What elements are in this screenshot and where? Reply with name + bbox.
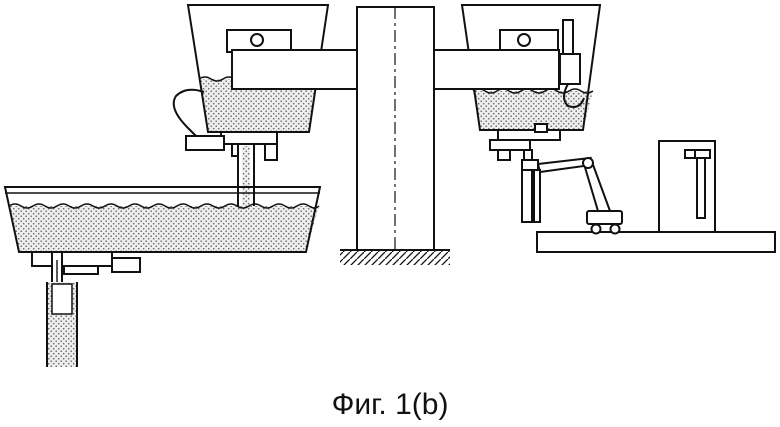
tundish [5, 187, 320, 367]
figure-caption: Фиг. 1(b) [0, 388, 780, 422]
tundish-slide-gate [32, 252, 112, 266]
ladle-slide-gate [221, 132, 277, 144]
platform [537, 232, 775, 252]
manipulator-station [522, 141, 775, 252]
turret-column [340, 7, 450, 265]
robot-base [587, 211, 622, 224]
